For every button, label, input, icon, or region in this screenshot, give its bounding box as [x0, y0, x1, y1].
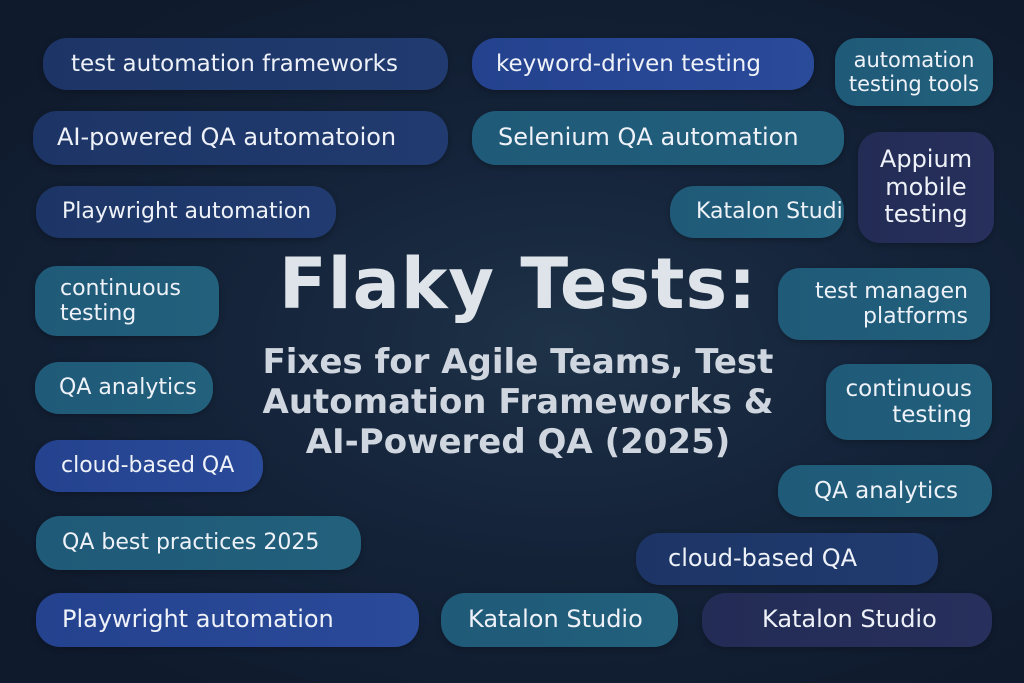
- tag-label-line: testing tools: [848, 72, 980, 96]
- tag-appium-mobile-testing: Appium mobile testing: [858, 132, 994, 243]
- tag-katalon-studio-center: Katalon Studio: [441, 593, 678, 647]
- tag-test-management-platforms: test managen platforms: [778, 268, 990, 340]
- tag-label-line: test managen: [814, 278, 968, 304]
- tag-label-group: continuous testing: [60, 276, 181, 327]
- tag-label-line: testing: [884, 200, 968, 229]
- tag-playwright-automation-bottom: Playwright automation: [36, 593, 419, 647]
- tag-selenium-qa-automation: Selenium QA automation: [472, 111, 844, 165]
- page-title: Flaky Tests:: [278, 243, 758, 325]
- tag-label-group: Appium mobile testing: [880, 146, 972, 229]
- tag-label-group: automation testing tools: [849, 48, 979, 96]
- tag-label-line: continuous: [60, 275, 181, 301]
- tag-katalon-studio-clipped: Katalon Studi: [670, 186, 844, 238]
- heading-block: Flaky Tests: Fixes for Agile Teams, Test…: [240, 243, 796, 462]
- tag-playwright-automation-top: Playwright automation: [36, 186, 336, 238]
- tag-qa-analytics-right: QA analytics: [778, 465, 992, 517]
- tag-qa-analytics-left: QA analytics: [35, 362, 213, 414]
- tag-cloud-based-qa-left: cloud-based QA: [35, 440, 263, 492]
- tag-label-line: platforms: [863, 304, 968, 329]
- tag-ai-powered-qa-automation: AI-powered QA automatoion: [33, 111, 448, 165]
- tag-label: QA best practices 2025: [62, 530, 320, 556]
- tag-label-line: testing: [892, 402, 972, 428]
- subtitle-line: AI-Powered QA (2025): [305, 421, 731, 462]
- tag-label-line: continuous: [845, 375, 973, 402]
- tag-label: Playwright automation: [62, 605, 334, 634]
- tag-label: cloud-based QA: [668, 544, 858, 573]
- tag-label: QA analytics: [59, 375, 197, 401]
- tag-katalon-studio-right: Katalon Studio: [702, 593, 992, 647]
- tag-automation-testing-tools: automation testing tools: [835, 38, 993, 106]
- subtitle-line: Fixes for Agile Teams, Test: [262, 341, 774, 382]
- tag-label-line: testing: [60, 301, 137, 326]
- tag-label-line: Appium: [879, 145, 973, 174]
- subtitle-line: Automation Frameworks &: [262, 381, 774, 422]
- tag-label: Playwright automation: [62, 199, 312, 225]
- tag-label: AI-powered QA automatoion: [57, 123, 397, 152]
- tag-label: cloud-based QA: [61, 453, 235, 479]
- tag-label: test automation frameworks: [71, 50, 398, 77]
- tag-cloud-based-qa-right: cloud-based QA: [636, 533, 938, 585]
- tag-label: Katalon Studio: [468, 605, 643, 634]
- tag-continuous-testing-right: continuous testing: [826, 364, 992, 440]
- tag-label: QA analytics: [814, 477, 958, 504]
- tag-keyword-driven-testing: keyword-driven testing: [472, 38, 814, 90]
- tag-label: Katalon Studi: [696, 199, 843, 225]
- tag-label: Selenium QA automation: [498, 123, 799, 152]
- tag-label-group: test managen platforms: [815, 279, 968, 330]
- tag-label-line: automation: [853, 47, 975, 72]
- tag-continuous-testing-left: continuous testing: [35, 266, 219, 336]
- tag-test-automation-frameworks: test automation frameworks: [43, 38, 448, 90]
- tag-label: Katalon Studio: [762, 605, 937, 634]
- tag-qa-best-practices: QA best practices 2025: [36, 516, 361, 570]
- tag-label-group: continuous testing: [846, 376, 973, 429]
- tag-label-line: mobile: [885, 172, 967, 201]
- tag-label: keyword-driven testing: [496, 50, 761, 77]
- page-subtitle: Fixes for Agile Teams, Test Automation F…: [240, 342, 796, 462]
